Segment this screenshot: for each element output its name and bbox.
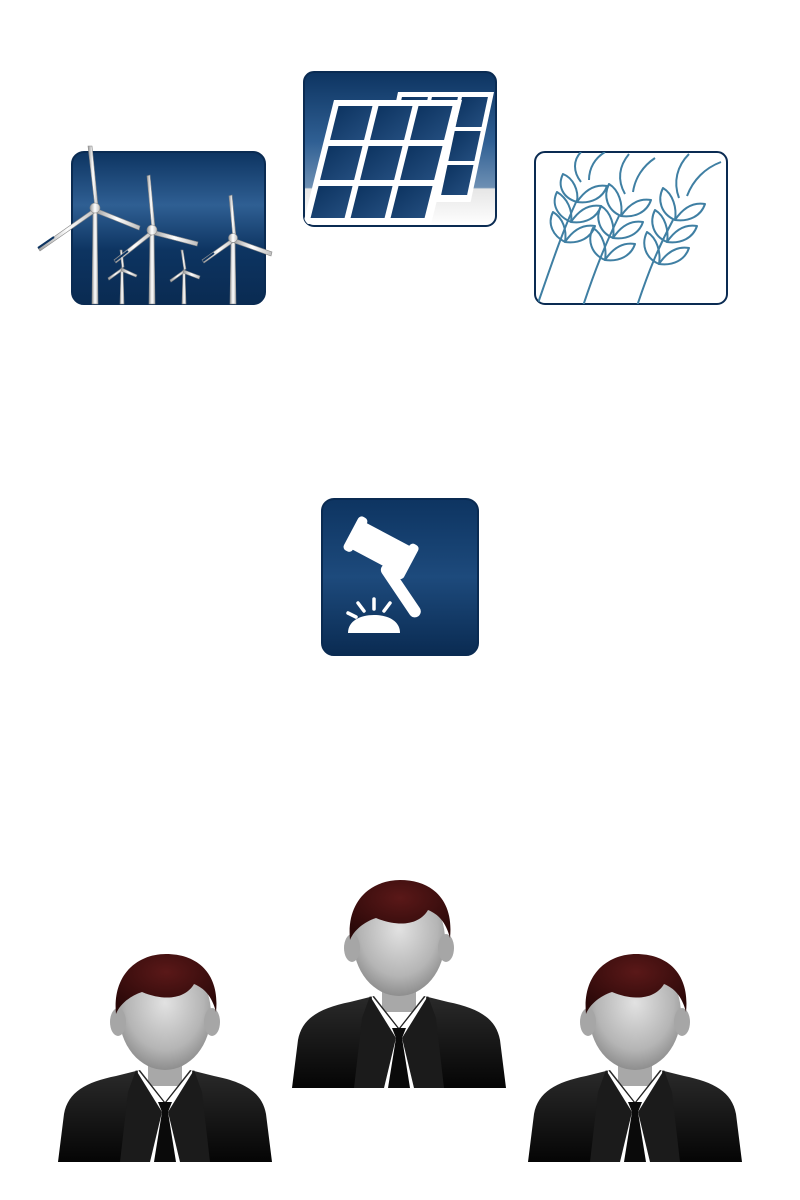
solar-panels-icon [303,71,497,227]
person-icon [528,954,742,1162]
wind-turbines-icon [37,145,273,305]
wheat-icon [534,151,728,305]
gavel-icon [321,498,479,656]
person-icon [292,880,506,1088]
person-icon [58,954,272,1162]
